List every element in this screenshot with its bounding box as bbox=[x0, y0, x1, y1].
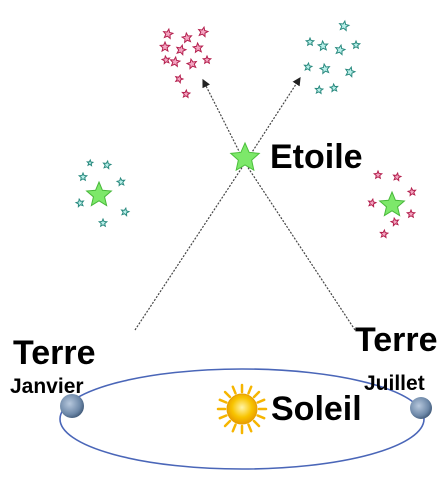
pink-star-icon bbox=[197, 25, 210, 38]
pink-star-icon bbox=[160, 54, 171, 65]
teal-star-icon bbox=[316, 39, 329, 52]
teal-star-icon bbox=[350, 39, 362, 50]
pink-star-icon bbox=[162, 27, 175, 40]
teal-star-icon bbox=[86, 158, 95, 167]
pink-star-icon bbox=[367, 197, 378, 208]
pink-star-icon bbox=[180, 31, 193, 44]
sun-ray bbox=[247, 423, 253, 433]
sun-ray bbox=[223, 419, 232, 428]
sun-ray bbox=[252, 390, 261, 399]
earth-july-month: Juillet bbox=[364, 372, 425, 395]
teal-star-icon bbox=[334, 43, 347, 56]
pink-star-icon bbox=[405, 208, 417, 219]
main-star-icon bbox=[229, 141, 261, 172]
sun-ray bbox=[223, 390, 232, 399]
pink-star-icon bbox=[174, 73, 185, 85]
green-star-icon bbox=[85, 180, 113, 207]
earth-january-title: Terre bbox=[13, 334, 96, 372]
pink-star-icon bbox=[372, 169, 384, 180]
pink-star-icon bbox=[185, 57, 198, 70]
sun-ray bbox=[256, 398, 266, 404]
pink-star-icon bbox=[169, 55, 182, 68]
earth-july-icon bbox=[410, 397, 432, 419]
projection-line-left bbox=[202, 78, 246, 164]
teal-star-icon bbox=[338, 19, 351, 32]
pink-star-icon bbox=[201, 54, 213, 65]
teal-star-icon bbox=[115, 176, 126, 187]
teal-star-icon bbox=[77, 171, 89, 182]
pink-star-icon bbox=[392, 171, 403, 182]
sun-ray bbox=[252, 419, 261, 428]
earth-january-month: Janvier bbox=[10, 375, 84, 398]
sun-ray bbox=[247, 385, 253, 395]
teal-star-icon bbox=[314, 84, 325, 95]
pink-star-icon bbox=[181, 88, 192, 99]
pink-star-icon bbox=[389, 216, 400, 227]
pink-star-icon bbox=[175, 43, 188, 56]
earth-orbit bbox=[59, 368, 425, 470]
earth-july-title: Terre bbox=[355, 321, 438, 359]
sun-ray bbox=[231, 423, 237, 433]
teal-star-icon bbox=[328, 82, 339, 93]
sun-icon bbox=[216, 383, 268, 435]
teal-star-icon bbox=[344, 65, 357, 78]
pink-star-icon bbox=[159, 40, 171, 53]
teal-star-icon bbox=[102, 159, 113, 170]
pink-star-icon bbox=[406, 186, 417, 197]
background-star-clusters bbox=[74, 19, 417, 239]
teal-star-icon bbox=[318, 62, 331, 75]
sight-line-july bbox=[244, 162, 356, 331]
teal-star-icon bbox=[120, 206, 131, 217]
earth-january-icon bbox=[60, 394, 84, 418]
sight-line-january bbox=[134, 162, 246, 331]
star-label: Etoile bbox=[270, 138, 363, 176]
pink-star-icon bbox=[191, 41, 204, 54]
green-star-icon bbox=[378, 190, 406, 217]
sun-ray bbox=[256, 414, 266, 420]
teal-star-icon bbox=[74, 197, 85, 208]
sight-lines bbox=[134, 76, 356, 331]
sun-ray bbox=[218, 414, 228, 420]
teal-star-icon bbox=[303, 61, 314, 72]
sun-ray bbox=[231, 385, 237, 395]
sun-label: Soleil bbox=[271, 390, 362, 428]
projection-line-right bbox=[244, 76, 301, 164]
teal-star-icon bbox=[304, 36, 316, 47]
teal-star-icon bbox=[97, 217, 109, 228]
sun-ray bbox=[218, 398, 228, 404]
pink-star-icon bbox=[379, 228, 390, 239]
